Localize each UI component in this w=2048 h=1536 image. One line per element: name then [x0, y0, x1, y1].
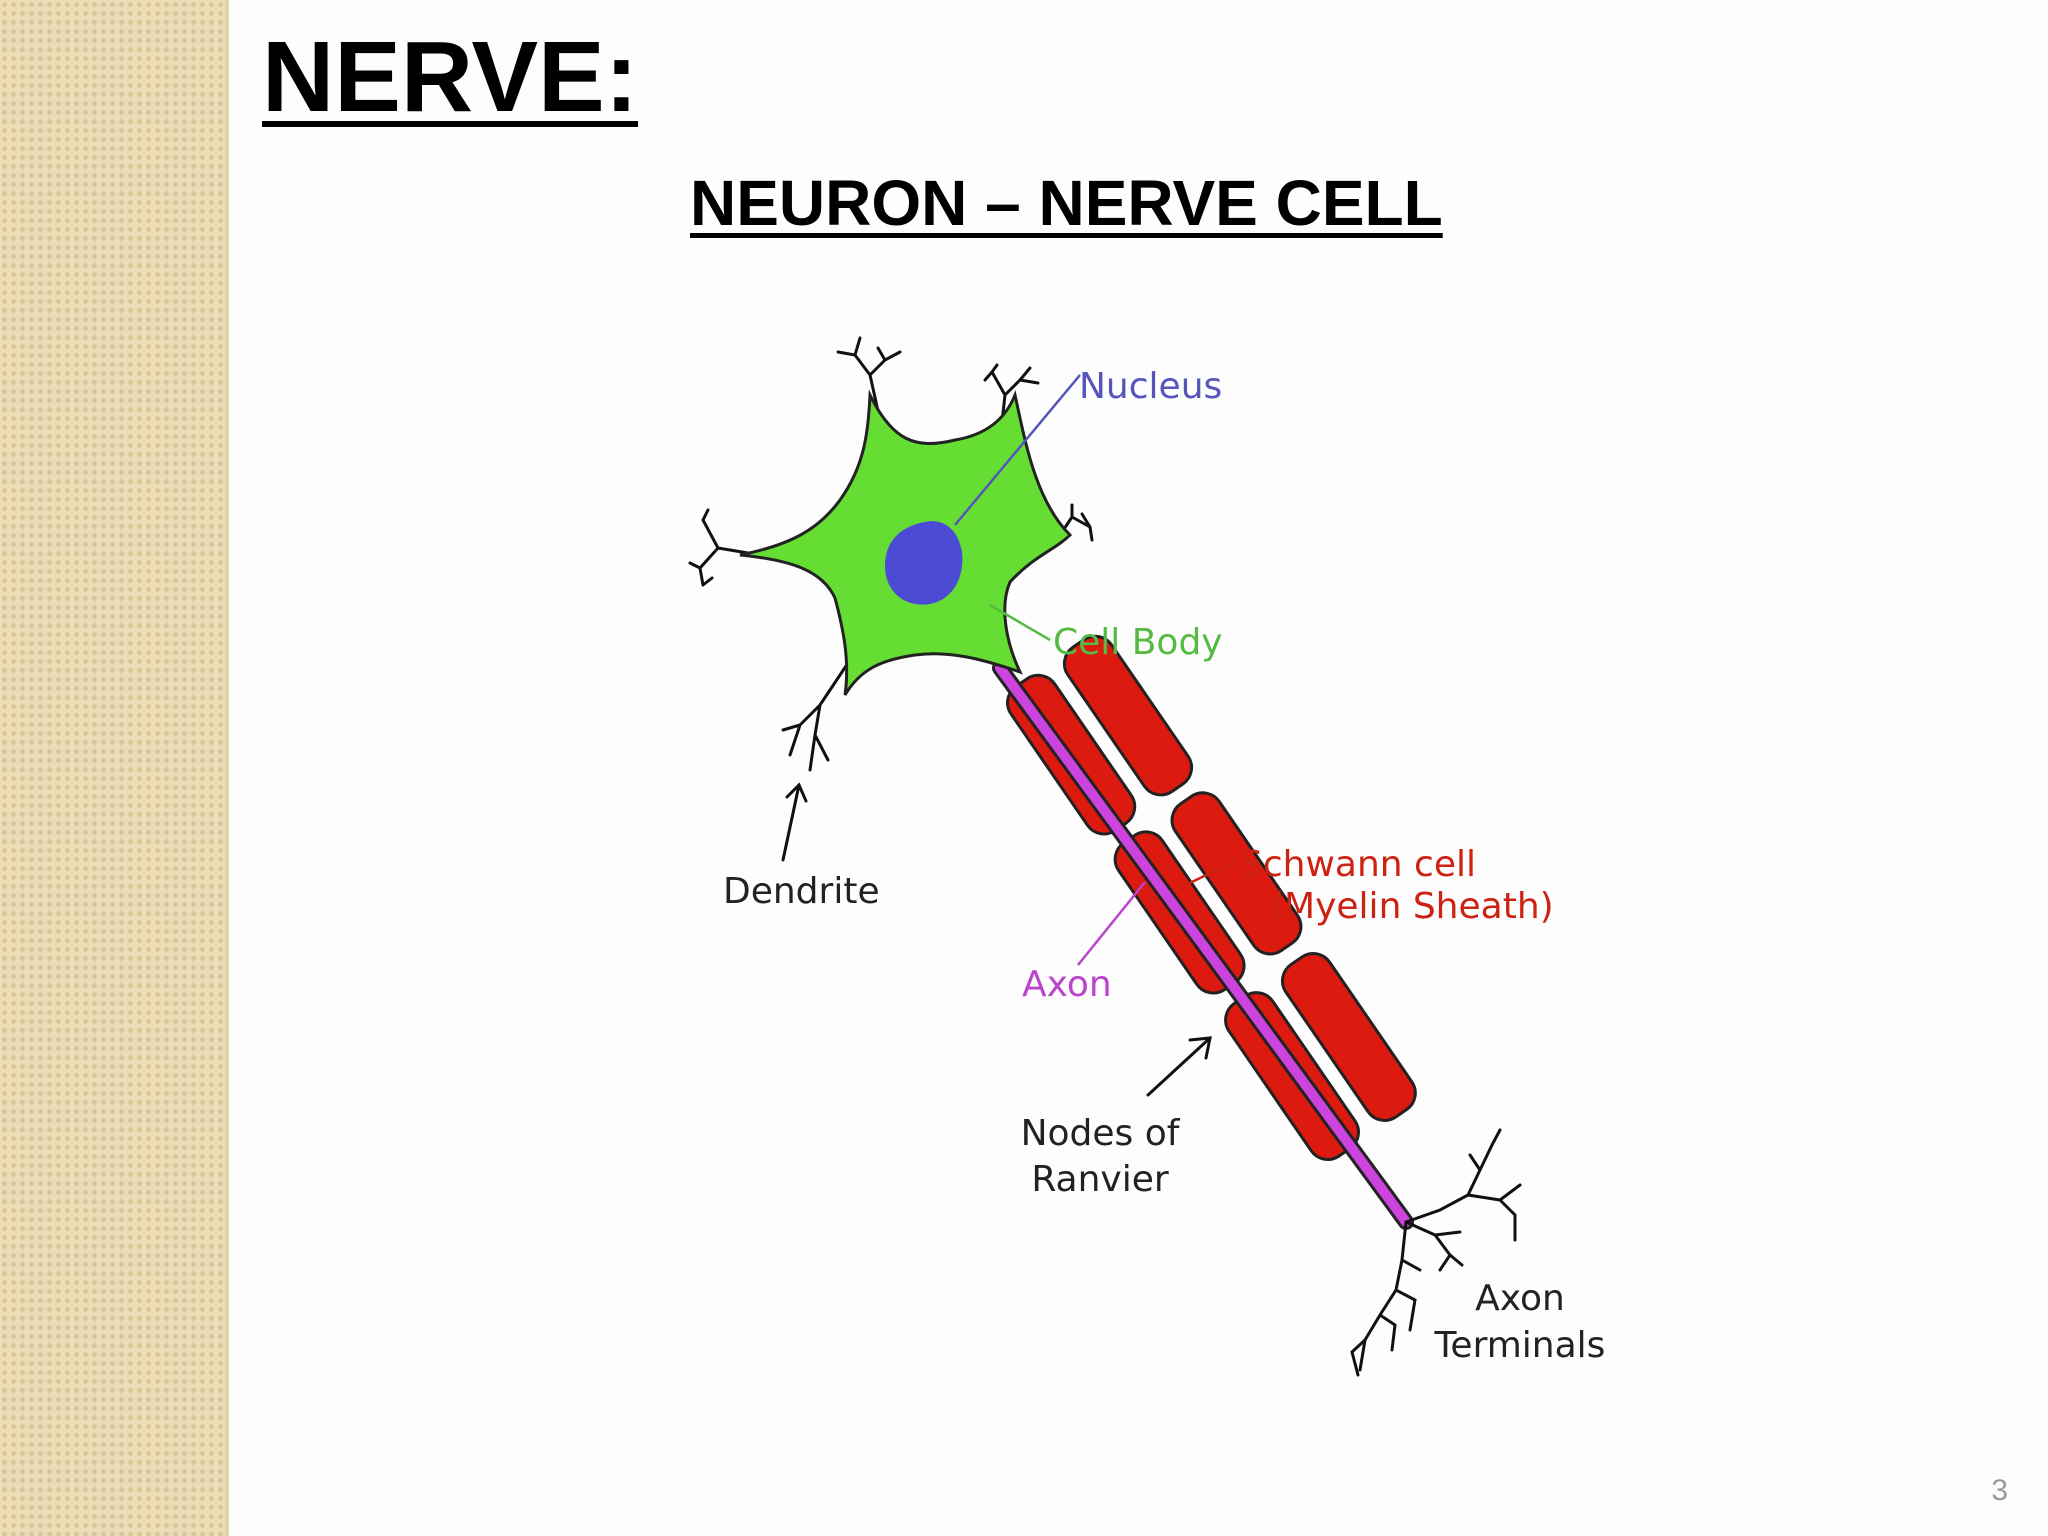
nucleus [885, 521, 963, 605]
slide-subtitle: NEURON – NERVE CELL [690, 167, 1443, 239]
schwann-cell-segment [1170, 791, 1303, 956]
dendrite-arrow [781, 782, 808, 862]
axon-terminals [1350, 1128, 1522, 1377]
schwann-cell-segment [1280, 952, 1417, 1122]
nodes-of-ranvier-arrow [1146, 1036, 1212, 1097]
nodes-of-ranvier-label-line1: Nodes of [1021, 1113, 1181, 1154]
myelin-sheath-label: (Myelin Sheath) [1270, 886, 1554, 927]
axon-terminals-label-line2: Terminals [1434, 1325, 1606, 1366]
nodes-of-ranvier-label-line2: Ranvier [1031, 1159, 1169, 1200]
page-number: 3 [1991, 1474, 2008, 1507]
slide-title: NERVE: [262, 21, 639, 133]
schwann-leader-line [1174, 858, 1239, 892]
dendrite-branches [688, 336, 1094, 772]
nucleus-label: Nucleus [1079, 366, 1222, 407]
axon-terminals-label-line1: Axon [1475, 1278, 1565, 1319]
schwann-cell-label: Schwann cell [1240, 844, 1476, 885]
axon-core [995, 663, 1411, 1227]
cell-body-label: Cell Body [1053, 622, 1223, 663]
schwann-cell-segment [1062, 634, 1194, 797]
dendrite-label: Dendrite [723, 871, 880, 912]
axon-label: Axon [1022, 964, 1112, 1005]
nucleus-leader-line [954, 374, 1081, 526]
decorative-side-strip [0, 0, 229, 1536]
cell-body-leader-line [989, 603, 1051, 642]
axon-leader-line [1077, 881, 1146, 966]
